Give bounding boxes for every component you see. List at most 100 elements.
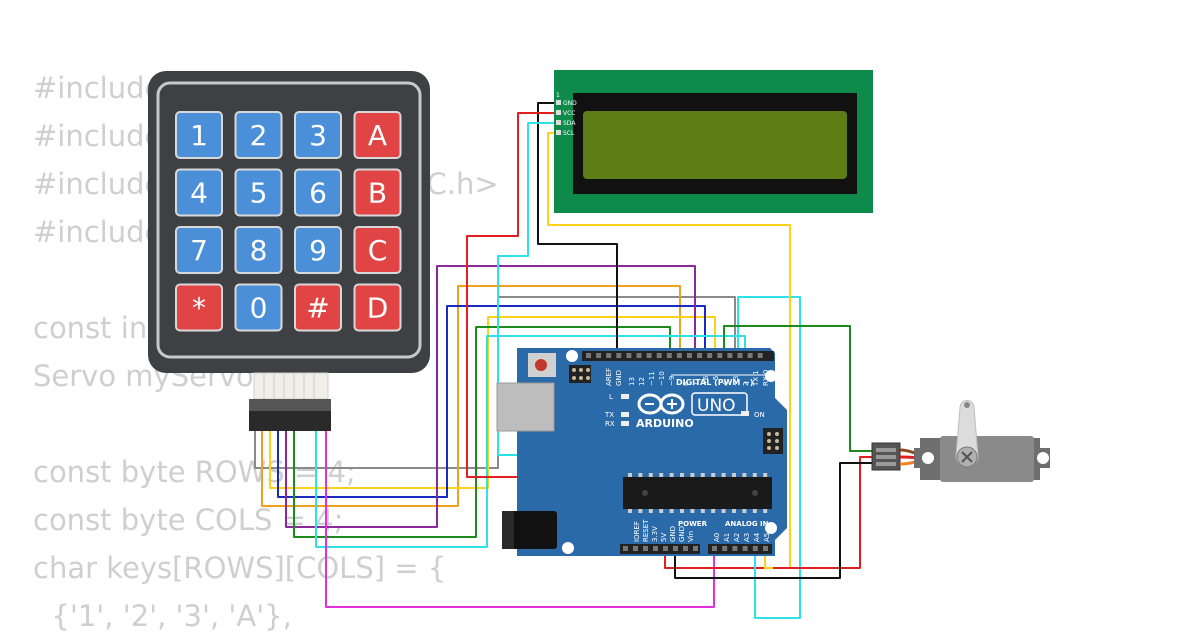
- keypad-key-face[interactable]: [234, 226, 283, 274]
- header-pin[interactable]: [636, 353, 642, 358]
- keypad-key-label: D: [367, 292, 389, 325]
- keypad-key-face[interactable]: [175, 283, 223, 332]
- analog-label: ANALOG IN: [725, 520, 769, 528]
- header-pin[interactable]: [742, 546, 748, 551]
- keypad-key[interactable]: 9: [294, 226, 342, 274]
- keypad-key[interactable]: 7: [175, 226, 223, 274]
- header-pin[interactable]: [673, 546, 678, 551]
- power-analog-pin-label: IOREF: [633, 521, 641, 542]
- keypad-key[interactable]: 1: [175, 111, 223, 159]
- digital-label: DIGITAL (PWM ~): [676, 378, 754, 387]
- header-pin[interactable]: [646, 353, 652, 358]
- digital-pin-label: 2: [742, 382, 750, 386]
- header-pin[interactable]: [732, 546, 738, 551]
- header-pin[interactable]: [707, 353, 713, 358]
- keypad-key-face[interactable]: [234, 168, 283, 217]
- header-pin[interactable]: [693, 546, 698, 551]
- servo-horn-hole: [964, 402, 970, 408]
- keypad-key[interactable]: 2: [234, 111, 283, 159]
- keypad-key-face[interactable]: [234, 283, 283, 332]
- header-pin[interactable]: [633, 546, 638, 551]
- chip-notch: [752, 490, 758, 496]
- header-pin[interactable]: [656, 353, 662, 358]
- chip-pin: [638, 509, 643, 513]
- header-pin[interactable]: [687, 353, 692, 358]
- keypad-key-label: 9: [309, 234, 327, 267]
- header-pin[interactable]: [763, 546, 768, 551]
- lcd-pin: [556, 110, 561, 115]
- header-pin[interactable]: [606, 353, 612, 358]
- header-pin[interactable]: [757, 353, 763, 358]
- analog-header: [708, 544, 772, 554]
- keypad-key[interactable]: *: [175, 283, 223, 332]
- keypad-key-face[interactable]: [294, 111, 342, 159]
- digital-pin-label: ~5: [712, 376, 720, 386]
- on-label: ON: [754, 411, 765, 419]
- keypad-key-label: 6: [309, 177, 327, 210]
- header-pin[interactable]: [626, 353, 632, 358]
- chip-pins: [628, 473, 768, 513]
- header-pin[interactable]: [752, 546, 758, 551]
- header-pin[interactable]: [717, 353, 723, 358]
- keypad-key[interactable]: 3: [294, 111, 342, 159]
- icsp-header: [569, 365, 591, 383]
- chip-pin: [659, 473, 664, 477]
- header-pin[interactable]: [666, 353, 672, 358]
- header-pin[interactable]: [616, 353, 622, 358]
- keypad-key[interactable]: 4: [175, 168, 223, 217]
- header-pin[interactable]: [712, 546, 717, 551]
- keypad-key-face[interactable]: [353, 283, 402, 332]
- keypad-key-face[interactable]: [294, 168, 342, 217]
- keypad-key-label: 8: [250, 234, 268, 267]
- keypad-key-face[interactable]: [234, 111, 283, 159]
- header-pin[interactable]: [586, 353, 591, 358]
- arduino-logo-text: ARDUINO: [636, 417, 694, 430]
- digital-pin-label: 8: [682, 382, 690, 386]
- header-pin[interactable]: [676, 353, 682, 358]
- header-pin[interactable]: [643, 546, 648, 551]
- keypad-key[interactable]: 5: [234, 168, 283, 217]
- keypad-key[interactable]: 6: [294, 168, 342, 217]
- keypad-key-face[interactable]: [353, 226, 402, 274]
- keypad-key[interactable]: 0: [234, 283, 283, 332]
- digital-pin-label: RX 0: [762, 370, 770, 386]
- header-pin[interactable]: [623, 546, 628, 551]
- servo-mount-hole: [922, 452, 934, 464]
- header-pin[interactable]: [683, 546, 688, 551]
- header-pin[interactable]: [737, 353, 743, 358]
- wire-keypad-green: [293, 326, 671, 538]
- keypad-key-face[interactable]: [175, 168, 223, 217]
- keypad-key-face[interactable]: [294, 283, 342, 332]
- header-pin[interactable]: [697, 353, 703, 358]
- keypad-key[interactable]: #: [294, 283, 342, 332]
- keypad-key-face[interactable]: [353, 111, 402, 159]
- keypad-key-face[interactable]: [294, 226, 342, 274]
- keypad-connector-pins: [249, 411, 331, 431]
- header-pin[interactable]: [722, 546, 728, 551]
- chip-pin: [752, 509, 757, 513]
- keypad-key[interactable]: A: [353, 111, 402, 159]
- header-pin[interactable]: [596, 353, 602, 358]
- wire-keypad-cyan: [315, 335, 746, 548]
- keypad-key[interactable]: B: [353, 168, 402, 217]
- keypad-key[interactable]: C: [353, 226, 402, 274]
- mounting-hole: [765, 522, 777, 534]
- chip-pin: [680, 473, 684, 477]
- keypad-key-face[interactable]: [353, 168, 402, 217]
- header-pin[interactable]: [747, 353, 753, 358]
- header-pin[interactable]: [653, 546, 658, 551]
- header-pin[interactable]: [663, 546, 668, 551]
- chip-pin: [628, 509, 632, 513]
- icsp-header-right: [763, 428, 783, 454]
- chip-pin: [638, 473, 643, 477]
- keypad-key-face[interactable]: [175, 111, 223, 159]
- header-pin[interactable]: [727, 353, 733, 358]
- keypad-key-label: 1: [190, 119, 208, 152]
- chip-pin: [763, 473, 768, 477]
- keypad-key[interactable]: D: [353, 283, 402, 332]
- digital-pin-label: GND: [615, 370, 623, 386]
- keypad-key-face[interactable]: [175, 226, 223, 274]
- keypad-key[interactable]: 8: [234, 226, 283, 274]
